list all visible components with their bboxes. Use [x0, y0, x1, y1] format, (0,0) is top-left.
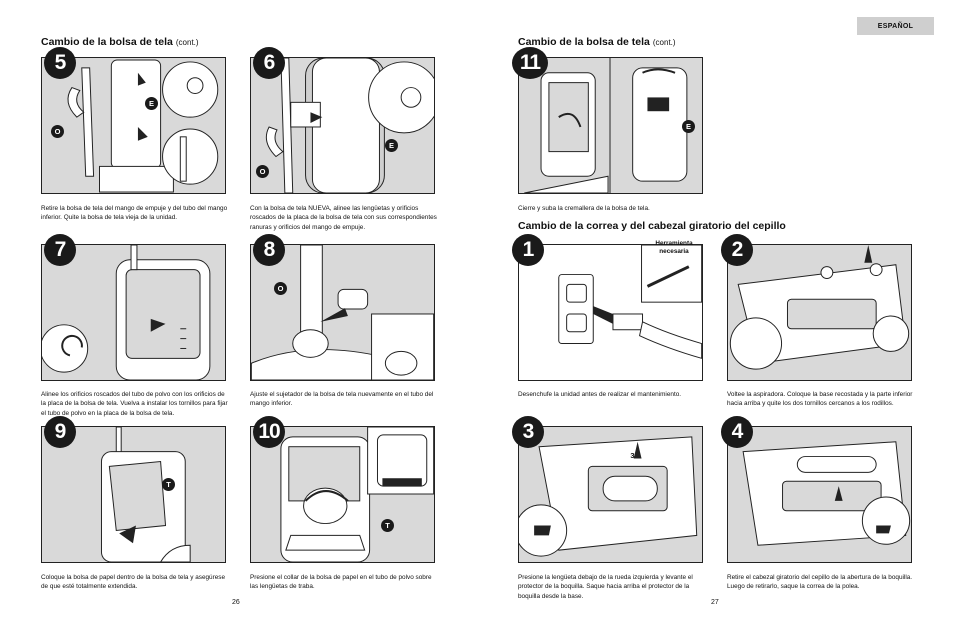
step-10-number: 10: [253, 416, 285, 448]
step-10-illustration: [250, 426, 435, 563]
step-11-caption: Cierre y suba la cremallera de la bolsa …: [518, 205, 650, 212]
brush-roll-removal-drawing: [742, 441, 911, 546]
tool-required-label: Herramienta necesaria: [655, 240, 693, 255]
left-section-title: Cambio de la bolsa de tela(cont.): [41, 36, 199, 48]
step-7-number: 7: [44, 234, 76, 266]
belt-section-title: Cambio de la correa y del cabezal girato…: [518, 220, 786, 232]
step-9-illustration: [41, 426, 226, 563]
step-8-caption: Ajuste el sujetador de la bolsa de tela …: [250, 391, 434, 408]
step-6-caption: Con la bolsa de tela NUEVA, alinee las l…: [250, 205, 437, 231]
step-4-illustration: [727, 426, 912, 563]
paper-bag-insert-drawing: [100, 427, 191, 562]
dust-tube-screws-drawing: [42, 245, 211, 380]
step-3-illustration: [518, 426, 703, 563]
step-5-label-o: O: [51, 125, 64, 138]
step-8-label-o: O: [274, 282, 287, 295]
zip-bag-drawing: [524, 58, 688, 193]
step-11-illustration: [518, 57, 703, 194]
step-7-illustration: [41, 244, 226, 381]
step-3-number: 3: [512, 416, 544, 448]
step-2-number: 2: [721, 234, 753, 266]
step-9-label-t: T: [162, 478, 175, 491]
step-3-caption: Presione la lengüeta debajo de la rueda …: [518, 574, 693, 600]
step-8-illustration: [250, 244, 435, 381]
right-section-title: Cambio de la bolsa de tela(cont.): [518, 36, 676, 48]
step-10-label-t: T: [381, 519, 394, 532]
step-1-illustration: [518, 244, 703, 381]
step-9-number: 9: [44, 416, 76, 448]
step-2-caption: Voltee la aspiradora. Coloque la base re…: [727, 391, 913, 408]
step-1-number: 1: [512, 234, 544, 266]
right-page-number: 27: [711, 599, 719, 606]
left-page-number: 26: [232, 599, 240, 606]
step-2-illustration: [727, 244, 912, 381]
step-6-illustration: [250, 57, 435, 194]
step-3-label-3: 3: [630, 451, 635, 460]
language-tab: ESPAÑOL: [857, 17, 934, 35]
step-11-number: 11: [512, 47, 548, 79]
bag-clip-drawing: [251, 245, 434, 380]
bag-collar-drawing: [280, 427, 434, 562]
step-8-number: 8: [253, 234, 285, 266]
step-1-caption: Desenchufe la unidad antes de realizar e…: [518, 391, 682, 398]
step-11-label-e: E: [682, 120, 695, 133]
step-6-number: 6: [253, 47, 285, 79]
step-10-caption: Presione el collar de la bolsa de papel …: [250, 574, 432, 591]
step-5-caption: Retire la bolsa de tela del mango de emp…: [41, 205, 228, 222]
step-5-illustration: [41, 57, 226, 194]
step-7-caption: Alinee los orificios roscados del tubo d…: [41, 391, 228, 417]
vacuum-bag-removal-drawing: [67, 59, 219, 193]
step-6-label-o: O: [256, 165, 269, 178]
flip-vacuum-drawing: [729, 245, 910, 370]
new-bag-install-drawing: [265, 58, 434, 193]
step-9-caption: Coloque la bolsa de papel dentro de la b…: [41, 574, 226, 591]
step-5-number: 5: [44, 47, 76, 79]
step-6-label-e: E: [385, 139, 398, 152]
unplug-drawing: [558, 245, 702, 359]
step-5-label-e: E: [145, 97, 158, 110]
step-4-caption: Retire el cabezal giratorio del cepillo …: [727, 574, 913, 591]
nozzle-guard-drawing: [519, 436, 698, 557]
step-4-number: 4: [721, 416, 753, 448]
